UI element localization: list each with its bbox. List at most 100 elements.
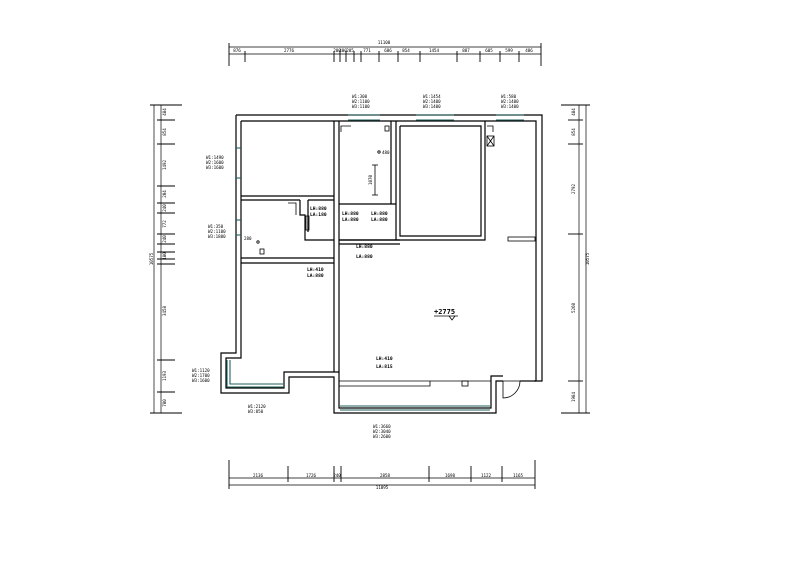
left-dim-label: 3458 [162,305,167,316]
window-tag-line: W3:1800 [208,234,226,239]
bottom-total-dim: 11095 [376,485,389,490]
right-dimension-chain: 484 854 2792 5260 1984 10575 [561,104,590,414]
window-tag-line: W1:2120 [248,404,266,409]
bottom-dim-label: 2136 [253,473,264,478]
window-tag: W1:350 W2:1100 W3:1800 [208,224,226,239]
floor-level-value: +2775 [434,308,455,316]
window-tag-line: W3:850 [248,409,264,414]
window-tag: W1:1490 W2:1600 W3:1600 [206,155,224,170]
height-marker: 280 [244,236,252,241]
height-value: 280 [244,236,252,241]
window-tag-line: W3:1400 [423,104,441,109]
room-label: LH:880 LA:880 [371,211,388,223]
top-dim-label: 486 [525,48,533,53]
room-label-line: LH:880 [310,206,327,212]
height-value: 480 [382,150,390,155]
left-dim-label: 780 [162,399,167,407]
room-label-line: LA:180 [310,212,327,218]
window-tag-line: W1:1454 [423,94,441,99]
top-dim-label: 887 [462,48,470,53]
window-tag-line: W3:1100 [352,104,370,109]
top-dim-label: 771 [363,48,371,53]
top-dim-label: 854 [402,48,410,53]
right-dim-label: 484 [571,108,576,116]
window-tag-line: W1:300 [352,94,368,99]
top-total-dim: 11100 [378,40,391,45]
top-dim-label: 400 [339,48,347,53]
window-tag-line: W1:350 [208,224,224,229]
bottom-dim-label: 1698 [445,473,456,478]
left-total-dim: 10575 [149,252,154,265]
top-dim-label: 876 [233,48,241,53]
left-dim-label: 484 [162,108,167,116]
top-dim-label: 2776 [284,48,295,53]
window-tag-line: W2:1100 [352,99,370,104]
room-label-line: LH:880 [356,244,373,250]
room-label-line: LH:410 [307,267,324,273]
window-tag-line: W2:1700 [192,373,210,378]
left-dim-label: 772 [162,220,167,228]
bottom-dimension-chain: 2136 1726 240 2858 1698 1122 1165 11095 [228,460,536,490]
window-tag: W1:2120 W3:850 [248,404,266,414]
window-tag: W1:300 W2:1100 W3:1100 [352,94,370,109]
window-tag: W1:580 W2:1400 W3:1400 [501,94,519,109]
window-tag-line: W2:1400 [501,99,519,104]
height-marker: 1070 [368,164,378,196]
room-label: LH:880 LA:880 [356,244,373,260]
window-tag-line: W2:3040 [373,429,391,434]
interior-walls [241,121,536,387]
window-tag: W1:3660 W2:3040 W3:2600 [373,424,391,439]
floor-level-mark: +2775 [434,308,458,321]
left-dim-label: 1193 [162,370,167,381]
window-tag-line: W2:1600 [206,160,224,165]
room-label: LH:880 LA:180 [310,206,327,218]
room-label: LH:410 LA:815 [376,356,393,370]
left-dimension-chain: 10575 484 854 1492 204 240 772 240 180 3… [149,104,182,414]
window-tag-line: W1:1120 [192,368,210,373]
left-dim-label: 240 [162,235,167,243]
room-label-line: LA:880 [356,254,373,260]
exterior-walls [220,114,543,414]
entry-door [502,380,521,399]
window-tag-line: W1:1490 [206,155,224,160]
window-tag-line: W3:1600 [192,378,210,383]
balcony-glazing [226,114,524,411]
left-dim-label: 1492 [162,159,167,170]
right-dim-label: 5260 [571,302,576,313]
left-dim-label: 180 [162,252,167,260]
bottom-dim-label: 1165 [513,473,524,478]
room-label-line: LA:880 [307,273,324,279]
top-dim-label: 599 [505,48,513,53]
window-tag-line: W1:3660 [373,424,391,429]
top-dim-label: 605 [485,48,493,53]
room-label: LH:410 LA:880 [307,267,324,279]
top-dim-label: 686 [384,48,392,53]
window-tag: W1:1120 W2:1700 W3:1600 [192,368,210,383]
top-dim-label: 205 [346,48,354,53]
bottom-dim-label: 1726 [306,473,317,478]
room-label-line: LH:880 [371,211,388,217]
bottom-dim-label: 1122 [481,473,492,478]
room-label-line: LH:410 [376,356,393,362]
top-dim-label: 200 [333,48,341,53]
room-label-line: LA:880 [371,217,388,223]
window-tag-line: W2:1100 [208,229,226,234]
right-dim-label: 1984 [571,391,576,402]
left-dim-label: 240 [162,204,167,212]
window-tag-line: W3:2600 [373,434,391,439]
left-dim-label: 204 [162,190,167,198]
bottom-dim-label: 2858 [380,473,391,478]
top-dim-label: 1454 [429,48,440,53]
room-label-line: LA:880 [342,217,359,223]
top-dimension-chain: 11100 876 2776 200 400 205 771 686 854 1… [228,40,542,66]
window-tag-line: W3:1400 [501,104,519,109]
bottom-dim-label: 240 [333,473,341,478]
height-value: 1070 [368,174,373,185]
window-tag: W1:1454 W2:1400 W3:1400 [423,94,441,109]
height-marker: 480 [382,150,390,155]
room-label: LH:880 LA:880 [342,211,359,223]
right-total-dim: 10575 [585,252,590,265]
window-tag-line: W3:1600 [206,165,224,170]
right-dim-label: 854 [571,128,576,136]
